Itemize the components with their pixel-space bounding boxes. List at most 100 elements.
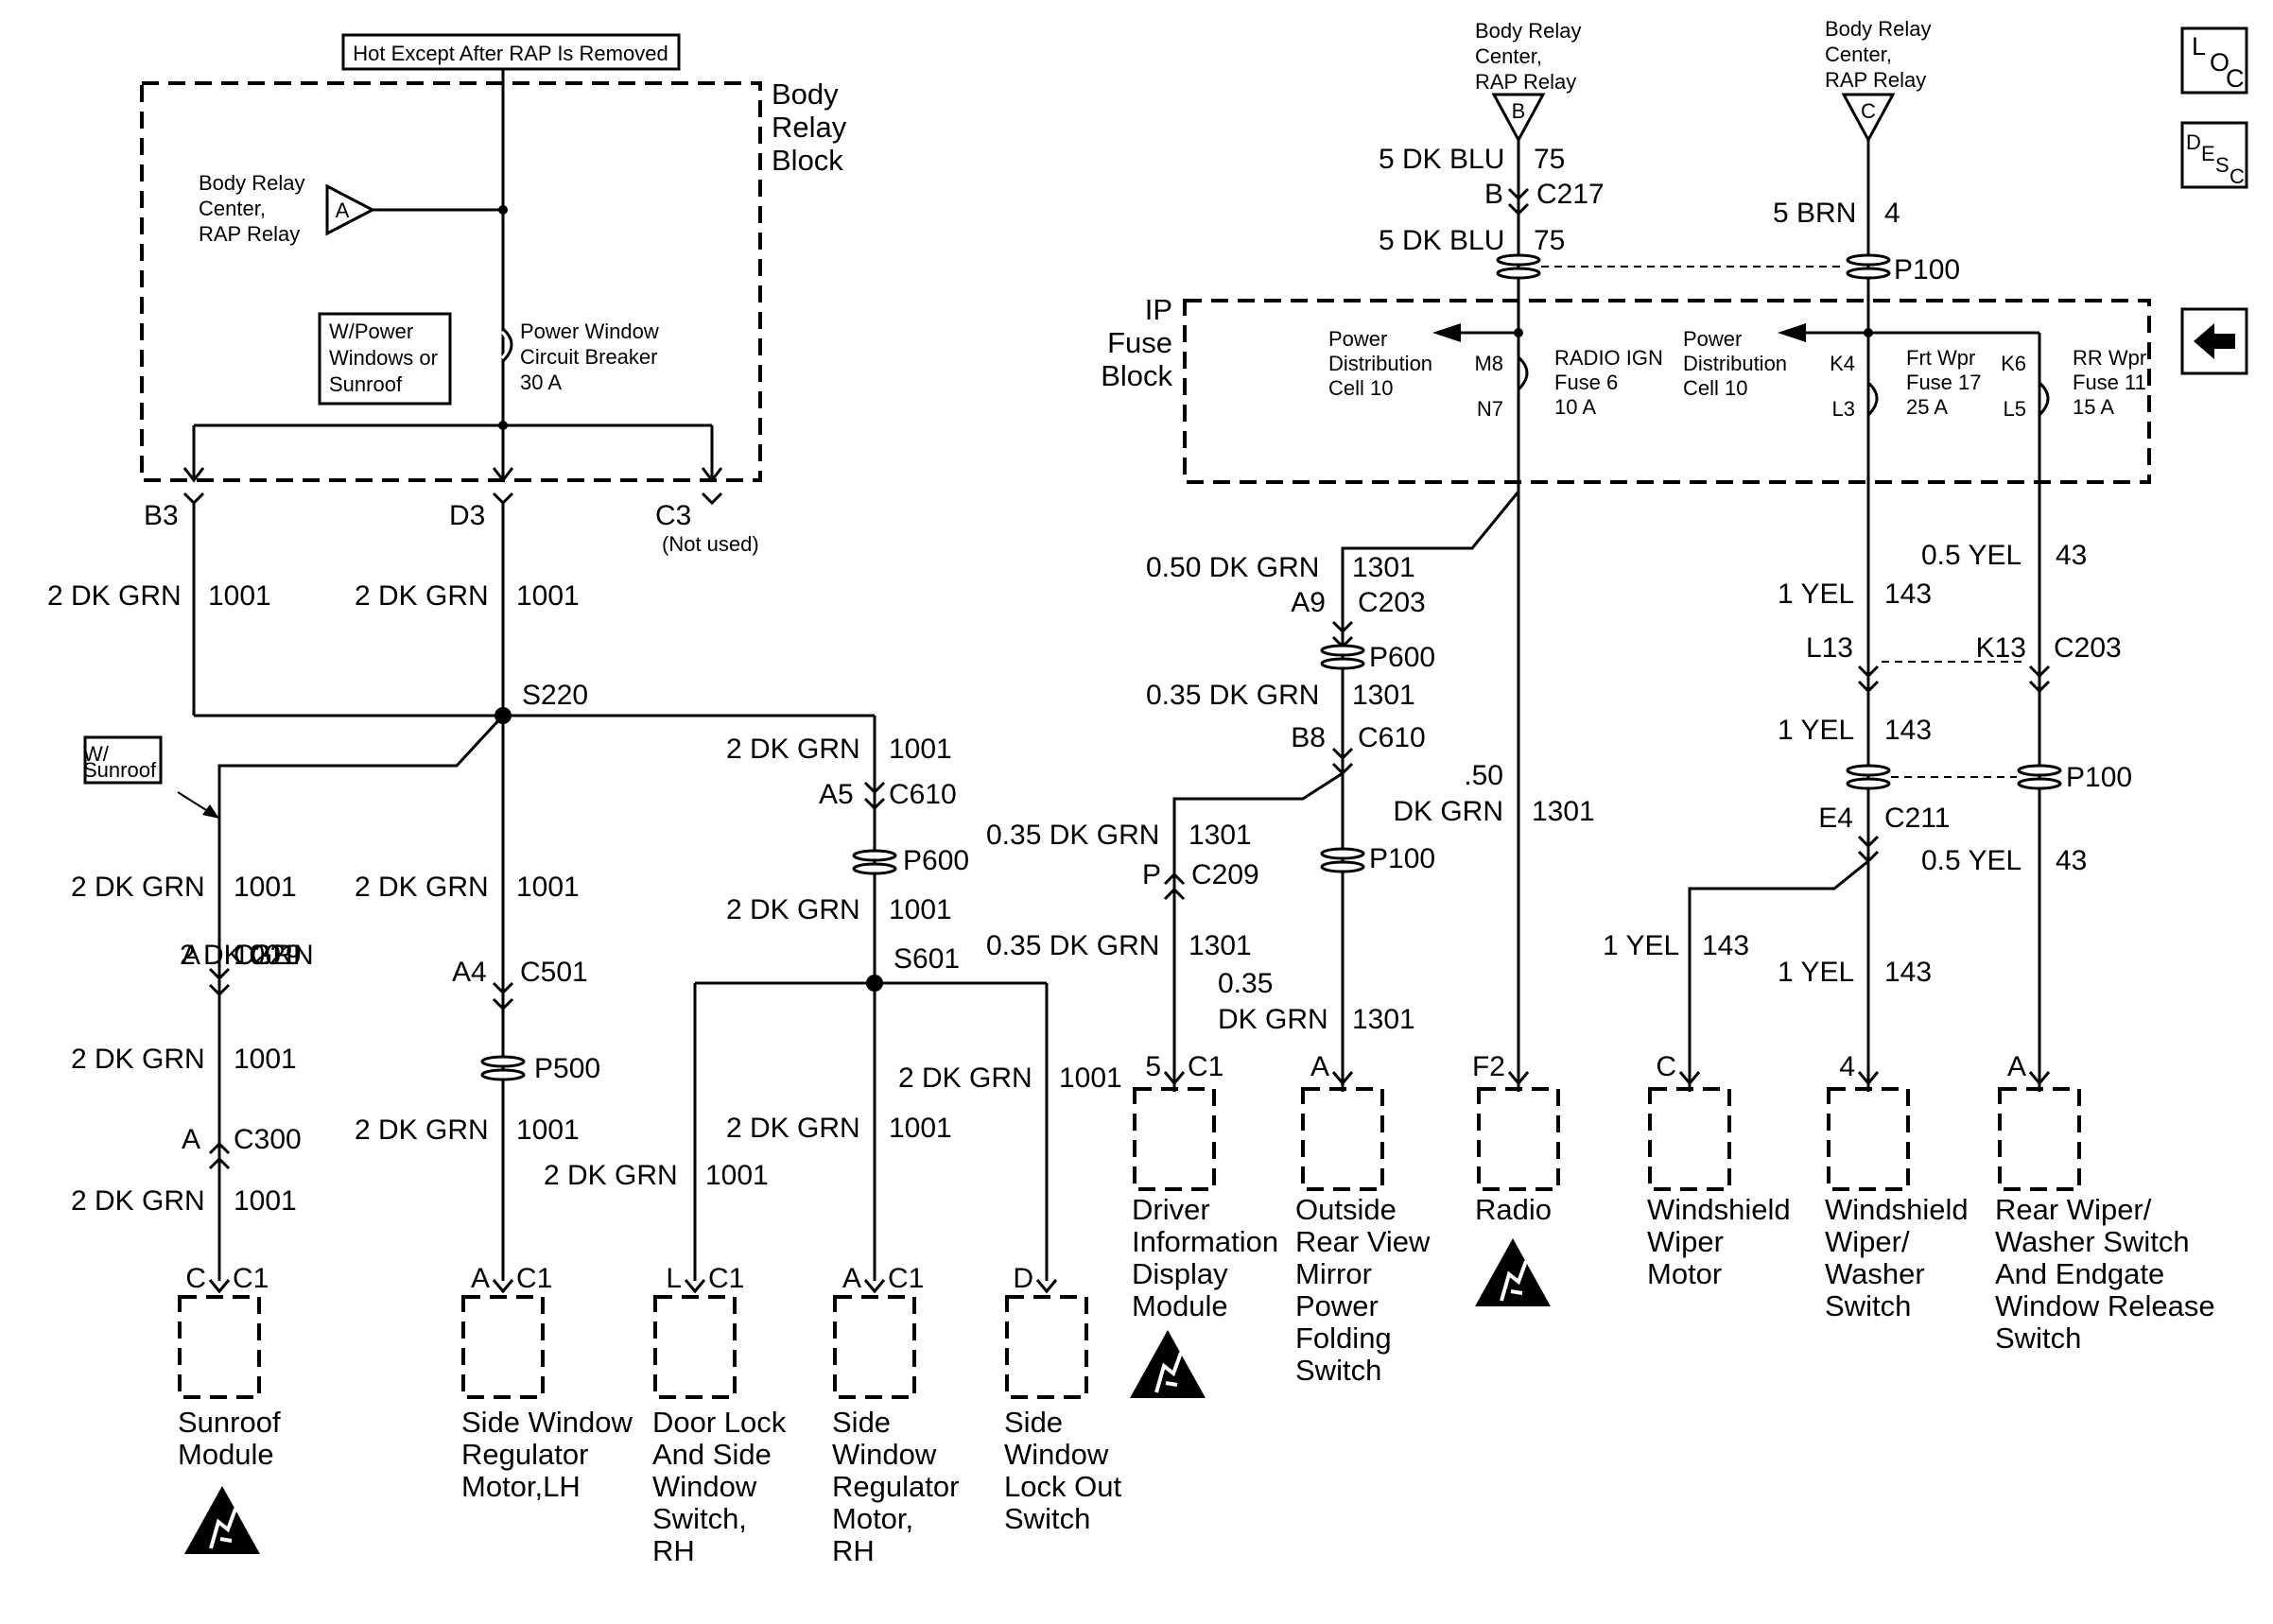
- component-label-line: Regulator: [832, 1470, 959, 1503]
- component-connector: C1: [888, 1263, 924, 1294]
- svg-text:Body Relay: Body Relay: [1475, 19, 1582, 43]
- svg-text:C217: C217: [1536, 179, 1605, 210]
- svg-text:K6: K6: [2001, 352, 2026, 375]
- svg-text:Fuse 11: Fuse 11: [2073, 371, 2146, 394]
- component-pin: F2: [1472, 1051, 1505, 1082]
- svg-text:W/Power: W/Power: [329, 320, 413, 343]
- component-connector: C1: [708, 1263, 744, 1294]
- desc-icon[interactable]: D E S C: [2180, 121, 2248, 189]
- component-box: [833, 1295, 916, 1399]
- svg-text:75: 75: [1534, 144, 1565, 175]
- svg-text:RADIO IGN: RADIO IGN: [1554, 346, 1663, 370]
- svg-text:2 DK GRN: 2 DK GRN: [898, 1063, 1032, 1094]
- component-box: [1477, 1087, 1560, 1191]
- svg-text:C: C: [2230, 164, 2245, 188]
- svg-text:2 DK GRN: 2 DK GRN: [71, 1044, 205, 1075]
- svg-text:1001: 1001: [516, 1114, 580, 1146]
- svg-text:Fuse: Fuse: [1107, 326, 1172, 359]
- component-box: [653, 1295, 737, 1399]
- component-pin: C: [1656, 1051, 1676, 1082]
- splice-s220-label: S220: [522, 680, 588, 711]
- left-section-wires: [83, 503, 1049, 1281]
- component-label-line: Module: [178, 1438, 274, 1471]
- svg-text:43: 43: [2056, 540, 2087, 571]
- component-label-line: Rear View: [1295, 1225, 1431, 1258]
- left-arrow-icon[interactable]: [2180, 307, 2248, 375]
- svg-text:1301: 1301: [1532, 796, 1595, 827]
- component-label-line: RH: [652, 1534, 695, 1567]
- svg-text:2 DK GRN: 2 DK GRN: [726, 894, 860, 925]
- svg-text:Distribution: Distribution: [1328, 352, 1432, 375]
- svg-text:RR Wpr: RR Wpr: [2073, 346, 2146, 370]
- svg-text:2 DK GRN: 2 DK GRN: [355, 1114, 489, 1146]
- svg-text:A4: A4: [452, 957, 487, 988]
- left-wire-labels: 2 DK GRN 1001 2 DK GRN 1001 2 DK GRN 1001 2…: [47, 580, 1122, 1217]
- component-box: [1005, 1295, 1088, 1399]
- svg-text:Frt Wpr: Frt Wpr: [1906, 346, 1975, 370]
- svg-text:C211: C211: [1884, 803, 1951, 834]
- svg-text:Center,: Center,: [1475, 44, 1542, 68]
- svg-text:0.5 YEL: 0.5 YEL: [1921, 845, 2021, 876]
- svg-text:2 DK GRN: 2 DK GRN: [726, 734, 860, 765]
- component-label-line: Driver: [1132, 1193, 1210, 1226]
- svg-text:RAP Relay: RAP Relay: [1475, 70, 1576, 94]
- svg-text:C610: C610: [889, 779, 957, 810]
- svg-text:.50: .50: [1464, 760, 1503, 791]
- svg-text:P100: P100: [2066, 762, 2132, 793]
- svg-text:143: 143: [1884, 579, 1932, 610]
- component-label-line: Windshield: [1825, 1193, 1969, 1226]
- component-label-line: Mirror: [1295, 1257, 1372, 1290]
- component-label-line: Rear Wiper/: [1995, 1193, 2152, 1226]
- svg-text:2 DK GRN: 2 DK GRN: [355, 872, 489, 903]
- component-label-line: Side: [1004, 1406, 1063, 1439]
- svg-text:Fuse 6: Fuse 6: [1554, 371, 1618, 394]
- svg-text:1 YEL: 1 YEL: [1778, 957, 1854, 988]
- svg-text:C203: C203: [1358, 587, 1426, 618]
- svg-text:L3: L3: [1832, 397, 1855, 421]
- component-label-line: Information: [1132, 1225, 1278, 1258]
- component-box: [1133, 1087, 1216, 1191]
- svg-text:2 DK GRN: 2 DK GRN: [544, 1160, 678, 1191]
- svg-text:1001: 1001: [889, 1113, 952, 1144]
- hot-label: Hot Except After RAP Is Removed: [353, 42, 668, 65]
- option-box: [318, 312, 452, 406]
- svg-text:0.50 DK GRN: 0.50 DK GRN: [1146, 552, 1319, 583]
- svg-text:S: S: [2215, 153, 2230, 177]
- svg-text:0.35 DK GRN: 0.35 DK GRN: [986, 820, 1159, 851]
- svg-text:Body Relay: Body Relay: [1825, 17, 1932, 41]
- component-box: [1648, 1087, 1731, 1191]
- pin-d3: D3: [449, 500, 485, 531]
- svg-text:Center,: Center,: [199, 197, 266, 220]
- svg-text:1001: 1001: [208, 580, 271, 612]
- feed-c-triangle: [1841, 93, 1896, 144]
- component-label-line: Side: [832, 1406, 891, 1439]
- component-label-line: Window: [1004, 1438, 1109, 1471]
- component-box: [178, 1295, 261, 1399]
- component-label-line: Radio: [1475, 1193, 1552, 1226]
- svg-text:P500: P500: [534, 1053, 600, 1084]
- svg-text:0.5 YEL: 0.5 YEL: [1921, 540, 2021, 571]
- svg-text:P600: P600: [903, 845, 969, 876]
- svg-text:IP: IP: [1145, 293, 1172, 326]
- svg-text:1001: 1001: [889, 894, 952, 925]
- component-label-line: Door Lock: [652, 1406, 787, 1439]
- component-label-line: And Endgate: [1995, 1257, 2164, 1290]
- component-box: [1998, 1087, 2081, 1191]
- loc-icon[interactable]: L O C: [2180, 26, 2248, 95]
- component-label-line: Washer: [1825, 1257, 1925, 1290]
- svg-text:1 YEL: 1 YEL: [1603, 930, 1679, 961]
- svg-text:N7: N7: [1477, 397, 1503, 421]
- svg-text:143: 143: [1884, 957, 1932, 988]
- not-used-note: (Not used): [662, 532, 759, 556]
- component-label-line: Regulator: [461, 1438, 588, 1471]
